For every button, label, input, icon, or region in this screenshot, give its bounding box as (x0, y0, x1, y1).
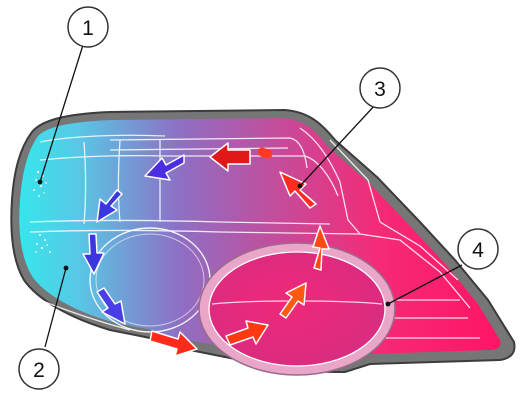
arrow-top-tail (257, 147, 273, 159)
callout-2-label: 2 (33, 359, 45, 382)
callout-4: 4 (457, 228, 499, 270)
leader-lines (39, 44, 463, 348)
callout-4-label: 4 (472, 239, 484, 262)
arrow-top (209, 142, 251, 172)
callout-3-label: 3 (374, 78, 386, 101)
arrow-left-upper (96, 189, 123, 223)
callout-1-label: 1 (82, 17, 94, 40)
air-circulation-arrows (82, 142, 330, 357)
arrow-right-middle (312, 225, 330, 271)
callout-3: 3 (359, 67, 401, 109)
arrow-left-lower (82, 233, 105, 275)
callout-1: 1 (67, 6, 109, 48)
arrow-lower-left (96, 287, 126, 325)
arrow-right-lower (279, 282, 307, 319)
callout-2: 2 (18, 348, 60, 390)
arrow-bottom-right (225, 320, 269, 346)
arrow-bottom (149, 330, 198, 357)
arrow-upper-right (279, 171, 317, 209)
lens (208, 251, 386, 367)
lamp-internal-lines (29, 127, 480, 339)
arrow-upper-left (144, 154, 185, 181)
